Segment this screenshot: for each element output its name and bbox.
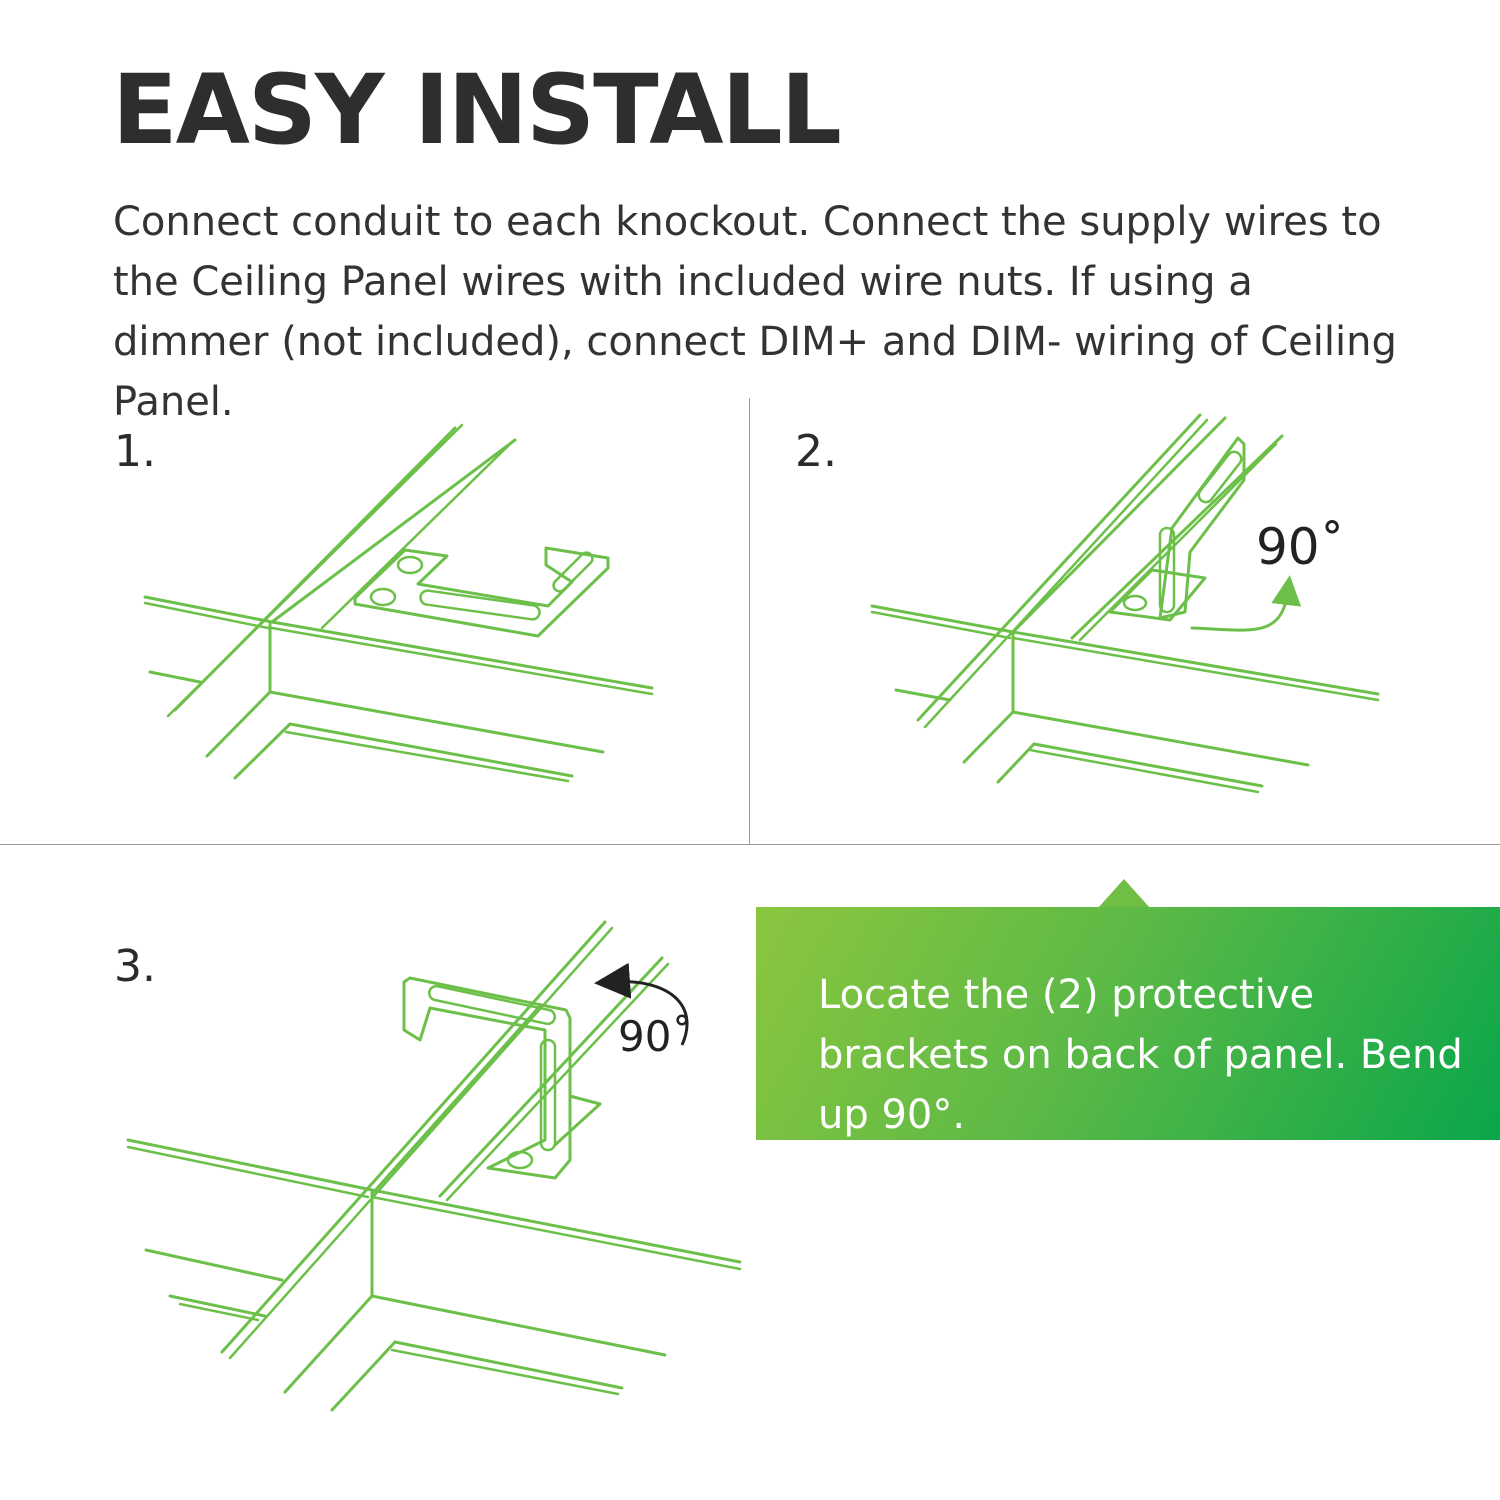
install-description: Connect conduit to each knockout. Connec…: [113, 199, 1397, 425]
step-2-number: 2.: [795, 426, 837, 477]
step-3-angle-label: 90˚: [618, 1012, 693, 1061]
callout-text: Locate the (2) protective brackets on ba…: [818, 972, 1463, 1138]
step-1-diagram: [143, 423, 654, 783]
vertical-divider: [749, 398, 750, 844]
step-1-number: 1.: [114, 426, 156, 477]
step-2-diagram: [870, 413, 1380, 794]
step-2-angle-label: 90˚: [1256, 518, 1345, 576]
callout-box: Locate the (2) protective brackets on ba…: [756, 907, 1500, 1140]
step-3-diagram: [126, 920, 742, 1412]
callout-pointer: [1098, 879, 1150, 908]
page-title: EASY INSTALL: [112, 54, 842, 166]
step-3-number: 3.: [114, 941, 156, 992]
horizontal-divider: [0, 844, 1500, 845]
